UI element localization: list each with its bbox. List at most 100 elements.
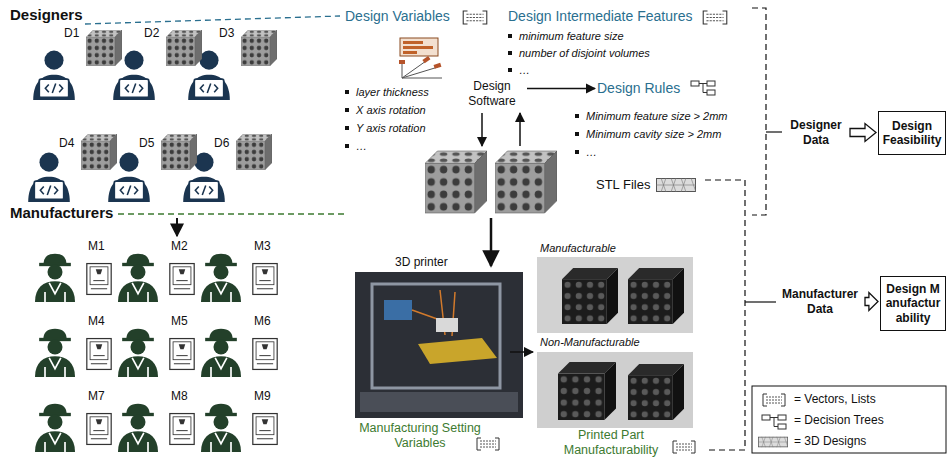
- label-text: X axis rotation: [345, 104, 426, 118]
- software-bar: [403, 41, 423, 44]
- design-cube: [236, 134, 272, 170]
- node-text: Manufacturer Data: [778, 287, 862, 316]
- printer-frame: [372, 284, 500, 388]
- printed-part: [558, 362, 616, 420]
- worker-icon: [118, 254, 158, 302]
- vector-icon: [477, 438, 499, 450]
- worker-icon: [201, 329, 241, 377]
- printer-icon: [87, 264, 111, 295]
- software-bar: [403, 46, 433, 49]
- label-text: M6: [254, 314, 271, 329]
- legend-text: = 3D Designs: [794, 434, 866, 448]
- worker-icon: [35, 329, 75, 377]
- printer-bed: [418, 338, 497, 364]
- flow-arrow: [510, 351, 533, 353]
- software-window: [400, 38, 438, 56]
- label-text: number of disjoint volumes: [508, 47, 650, 61]
- label-text: 3D printer: [395, 255, 448, 270]
- printer-icon: [87, 339, 111, 370]
- data-label: Designer Data: [785, 117, 847, 148]
- design-cube: [81, 134, 117, 170]
- label-text: Designers: [10, 6, 83, 25]
- label-text: Design Variables: [345, 8, 450, 26]
- legend-box: [752, 386, 946, 453]
- printer-base: [360, 392, 518, 412]
- printer-icon: [253, 339, 277, 370]
- designer-icon: [28, 153, 70, 202]
- block-arrow: [865, 293, 878, 311]
- part-photo: [537, 352, 693, 428]
- label-text: M9: [254, 389, 271, 404]
- label-text: D3: [219, 26, 234, 41]
- label-text: M3: [254, 239, 271, 254]
- label-text: …: [345, 140, 367, 154]
- flow-arrow: [490, 218, 493, 266]
- legend-icon: [763, 394, 785, 406]
- label-text: M1: [88, 239, 105, 254]
- printer-icon: [170, 414, 194, 445]
- part-photo: [537, 257, 693, 333]
- label-text: Minimum cavity size > 2mm: [575, 128, 721, 142]
- process-label: Design Software: [460, 78, 524, 109]
- designer-icon: [33, 51, 75, 100]
- node-text: Designer Data: [785, 118, 847, 147]
- data-label: Manufacturer Data: [778, 286, 862, 317]
- label-text: Manufacturers: [10, 204, 113, 223]
- software-icon: [399, 38, 442, 78]
- printed-part: [562, 268, 618, 324]
- legend-icon: [762, 415, 786, 429]
- printed-part: [628, 268, 684, 324]
- printer-board: [384, 300, 412, 320]
- label-text: D5: [139, 136, 154, 151]
- printer-icon: [170, 264, 194, 295]
- label-text: M2: [171, 239, 188, 254]
- legend-text: = Decision Trees: [794, 413, 884, 427]
- printer-photo: [355, 272, 523, 418]
- label-text: D4: [59, 136, 74, 151]
- bracket-leader: [766, 131, 782, 132]
- design-cube: [166, 30, 202, 66]
- label-text: M7: [88, 389, 105, 404]
- printer-icon: [253, 414, 277, 445]
- vector-icon: [463, 11, 487, 24]
- angle-lines: [402, 60, 442, 78]
- printed-part: [628, 364, 684, 420]
- node-text: Design Feasibility: [882, 119, 942, 148]
- result-box: Design Manufacturability: [880, 276, 946, 331]
- photo-ground: [355, 272, 523, 418]
- printer-icon: [253, 264, 277, 295]
- label-text: Y axis rotation: [345, 122, 426, 136]
- design-cube: [425, 151, 487, 213]
- worker-icon: [35, 254, 75, 302]
- bracket: [752, 8, 766, 215]
- vector-icon: [703, 11, 727, 24]
- printer-head: [436, 318, 458, 332]
- label-text: Non-Manufacturable: [540, 336, 640, 350]
- worker-icon: [118, 404, 158, 452]
- dashed-leader: [118, 213, 345, 214]
- legend-text: = Vectors, Lists: [794, 392, 876, 406]
- tree-icon: [691, 81, 715, 95]
- bracket: [705, 180, 745, 450]
- node-text: Design Rules: [597, 80, 680, 97]
- worker-icon: [35, 404, 75, 452]
- node-text: Design Software: [460, 79, 524, 108]
- dashed-leader: [85, 16, 340, 24]
- bracket-leader: [745, 301, 776, 302]
- design-cube: [495, 151, 557, 213]
- software-bar: [403, 51, 417, 54]
- label-text: minimum feature size: [508, 30, 624, 44]
- node-text: Design Manufacturability: [884, 282, 942, 325]
- label-text: …: [575, 146, 597, 160]
- vector-icon: [673, 441, 695, 453]
- label-text: Design Intermediate Features: [508, 8, 692, 26]
- label-text: D6: [214, 136, 229, 151]
- label-text: STL Files: [596, 177, 650, 193]
- angle-block: [399, 60, 405, 64]
- flow-arrow: [481, 113, 483, 146]
- label-text: D1: [64, 26, 79, 41]
- angle-block: [434, 63, 442, 69]
- label-text: D2: [144, 26, 159, 41]
- stl-icon: [656, 178, 696, 192]
